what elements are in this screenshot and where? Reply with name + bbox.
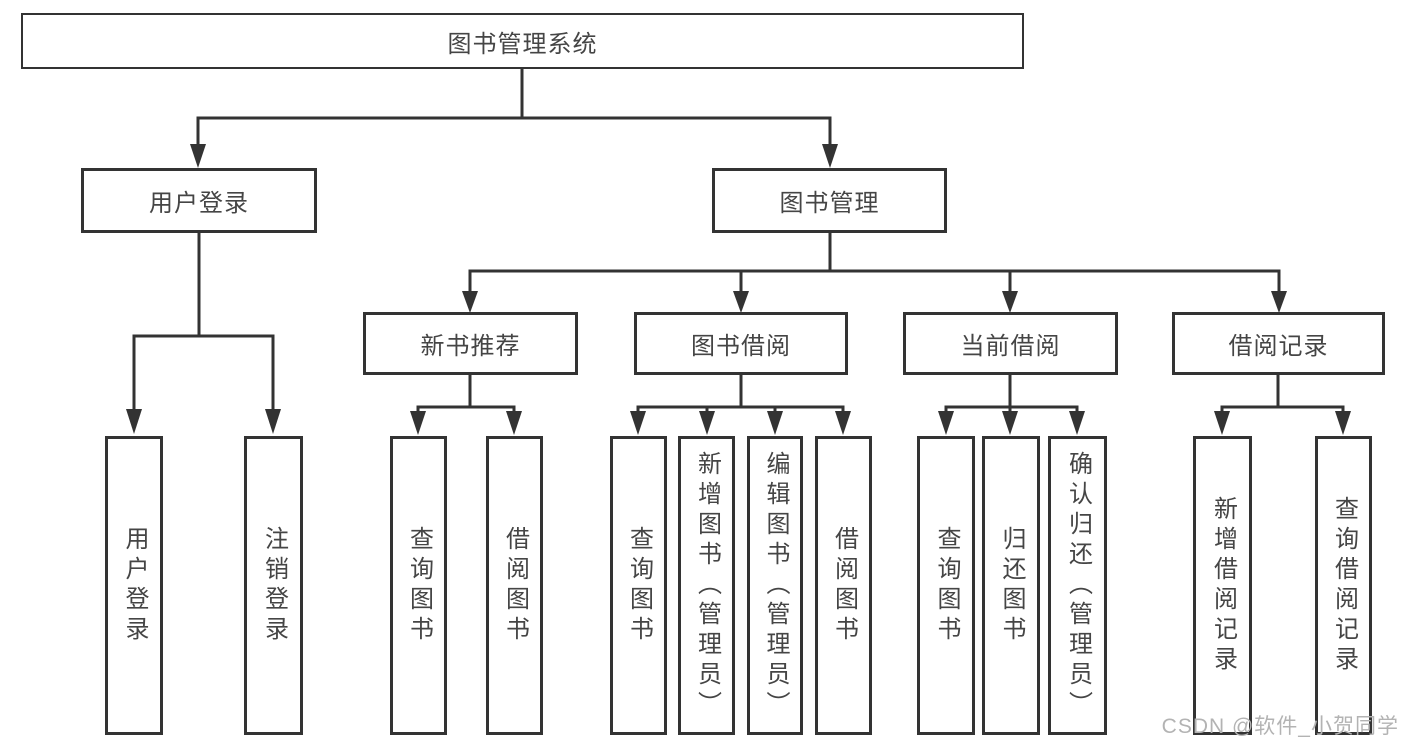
leaf-query-borrow-record-label: 查询借阅记录	[1330, 495, 1358, 676]
arrow-to-book-borrowing	[733, 291, 749, 313]
leaf-confirm-return-admin: 确认归还（管理员）	[1048, 436, 1107, 735]
connector-root-rail	[196, 116, 832, 146]
leaf-return-books: 归还图书	[982, 436, 1040, 735]
connector-borrowing-records-rail	[1220, 405, 1345, 413]
connector-current-borrowing-rail	[944, 405, 1079, 413]
node-library-management-system: 图书管理系统	[21, 13, 1024, 69]
node-book-borrowing: 图书借阅	[634, 312, 848, 375]
leaf-query-books-borrowing-label: 查询图书	[625, 525, 653, 646]
leaf-return-books-label: 归还图书	[998, 525, 1025, 646]
leaf-query-books-current: 查询图书	[917, 436, 975, 735]
leaf-query-borrow-record: 查询借阅记录	[1315, 436, 1372, 735]
node-book-management: 图书管理	[712, 168, 947, 233]
connector-new-book-rail	[416, 405, 516, 413]
leaf-borrow-books-recommend: 借阅图书	[486, 436, 543, 735]
arrow-to-borrowing-records	[1271, 291, 1287, 313]
arrow-to-user-login	[190, 144, 206, 168]
watermark: CSDN @软件_小贺同学	[1161, 715, 1399, 738]
arrow-to-leaf-user-login	[126, 409, 142, 434]
leaf-logout-login: 注销登录	[244, 436, 303, 735]
leaf-logout-login-label: 注销登录	[260, 525, 288, 646]
leaf-borrow-books-borrowing-label: 借阅图书	[830, 525, 858, 646]
node-borrowing-records: 借阅记录	[1172, 312, 1385, 375]
arrow-to-current-borrowing	[1002, 291, 1018, 313]
leaf-add-books-admin-label: 新增图书（管理员）	[693, 450, 721, 721]
leaf-query-books-borrowing: 查询图书	[610, 436, 667, 735]
connector-user-login-rail	[132, 334, 275, 411]
leaf-user-login: 用户登录	[105, 436, 163, 735]
leaf-edit-books-admin-label: 编辑图书（管理员）	[762, 450, 789, 721]
arrow-to-new-book-recommendation	[462, 291, 478, 313]
leaf-add-borrow-record: 新增借阅记录	[1193, 436, 1252, 735]
arrow-to-leaf-logout	[265, 409, 281, 434]
leaf-query-books-current-label: 查询图书	[933, 525, 960, 646]
leaf-edit-books-admin: 编辑图书（管理员）	[747, 436, 803, 735]
leaf-query-books-recommend: 查询图书	[390, 436, 447, 735]
node-current-borrowing: 当前借阅	[903, 312, 1118, 375]
connector-book-management-rail	[468, 269, 1281, 293]
leaf-add-borrow-record-label: 新增借阅记录	[1209, 495, 1237, 676]
leaf-user-login-label: 用户登录	[121, 525, 148, 646]
connector-book-borrowing-rail	[636, 405, 845, 413]
node-user-login: 用户登录	[81, 168, 317, 233]
leaf-query-books-recommend-label: 查询图书	[405, 525, 433, 646]
node-new-book-recommendation: 新书推荐	[363, 312, 578, 375]
leaf-borrow-books-recommend-label: 借阅图书	[501, 525, 529, 646]
arrow-to-book-management	[822, 144, 838, 168]
leaf-borrow-books-borrowing: 借阅图书	[815, 436, 872, 735]
leaf-confirm-return-admin-label: 确认归还（管理员）	[1064, 450, 1092, 721]
leaf-add-books-admin: 新增图书（管理员）	[678, 436, 735, 735]
